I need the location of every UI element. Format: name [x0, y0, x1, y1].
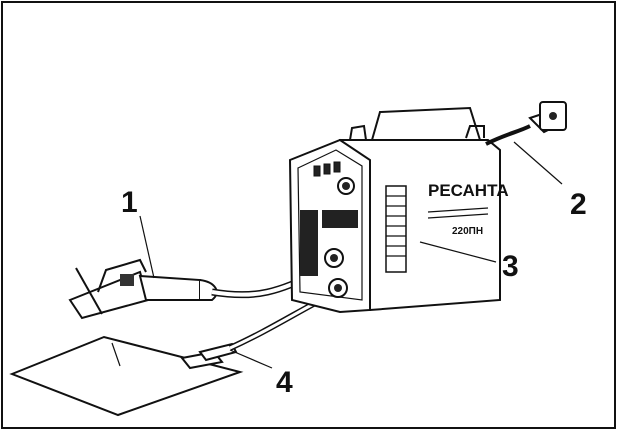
workpiece-plate [9, 335, 244, 417]
leader-line-4 [229, 349, 273, 369]
welder-unit: РЕСАНТА 220ПН [288, 106, 509, 314]
model-label: 220ПН [452, 226, 483, 237]
brand-label: РЕСАНТА [428, 181, 509, 200]
electrode-tip-line [111, 342, 121, 367]
front-vent-grille [300, 210, 358, 276]
leader-line-2 [513, 141, 563, 185]
callout-3: 3 [502, 250, 519, 283]
leader-line-3 [419, 241, 497, 263]
ground-clamp [180, 342, 238, 370]
callout-4: 4 [276, 366, 293, 399]
power-cable [485, 101, 567, 146]
electrode-holder [68, 258, 218, 320]
side-vent-grille [385, 185, 407, 273]
callout-1: 1 [121, 186, 138, 219]
callout-2: 2 [570, 188, 587, 221]
leader-line-1 [139, 215, 155, 279]
